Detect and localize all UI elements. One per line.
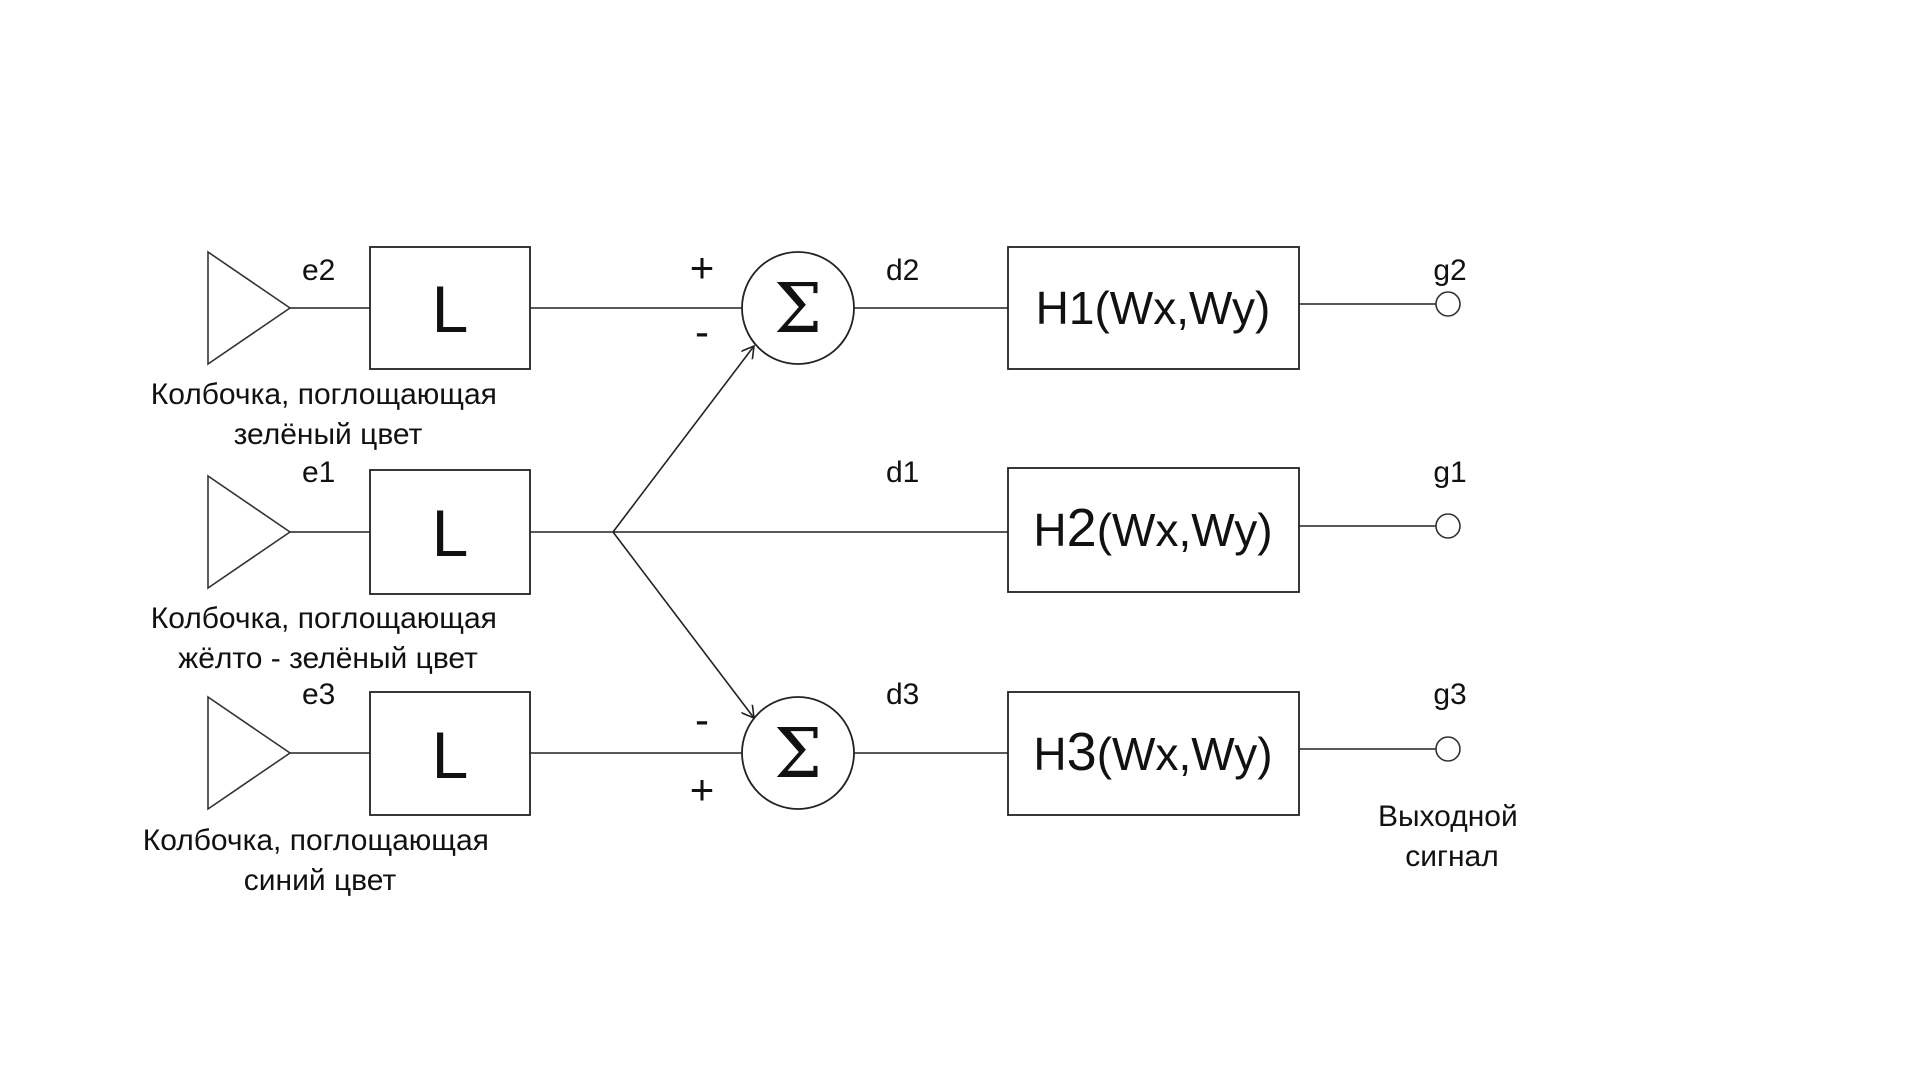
- caption-cone-green: Колбочка, поглощающая зелёный цвет: [151, 378, 506, 451]
- l-block-bottom: [369, 691, 531, 816]
- signal-label-d2: d2: [886, 254, 919, 287]
- amplifier-triangle-icon: [207, 695, 292, 811]
- l-block-label-bottom: L: [432, 718, 469, 792]
- amplifier-triangle-icon: [207, 250, 292, 366]
- caption-cone-yellow-green: Колбочка, поглощающая жёлто - зелёный цв…: [151, 602, 506, 675]
- h2-block-label: H2(Wx,Wy): [1033, 498, 1272, 558]
- branch-arrow-to-sum-top: [612, 346, 754, 533]
- l-block-label-top: L: [432, 272, 469, 346]
- caption-cone-blue: Колбочка, поглощающая синий цвет: [143, 824, 498, 897]
- sigma-icon: Σ: [774, 715, 822, 794]
- sum-bottom-plus-sign: +: [690, 766, 715, 813]
- h1-block: [1007, 246, 1300, 370]
- h3-block: [1007, 691, 1300, 816]
- sum-top-plus-sign: +: [690, 244, 715, 291]
- caption-output-signal: Выходной сигнал: [1378, 800, 1526, 873]
- h3-block-label: H3(Wx,Wy): [1033, 722, 1272, 782]
- output-terminal-g1: [1435, 513, 1461, 539]
- sigma-icon: Σ: [774, 270, 822, 349]
- signal-label-e2: e2: [302, 254, 335, 287]
- h2-block: [1007, 467, 1300, 593]
- sum-bottom-minus-sign: -: [695, 696, 709, 743]
- amplifier-triangle-icon: [207, 474, 292, 590]
- signal-label-g2: g2: [1433, 254, 1466, 287]
- output-terminal-g3: [1435, 736, 1461, 762]
- output-terminal-g2: [1435, 291, 1461, 317]
- signal-label-g1: g1: [1433, 456, 1466, 489]
- signal-label-e3: e3: [302, 678, 335, 711]
- signal-label-d3: d3: [886, 678, 919, 711]
- signal-label-g3: g3: [1433, 678, 1466, 711]
- branch-arrow-to-sum-bottom: [612, 531, 754, 718]
- l-block-label-middle: L: [432, 496, 469, 570]
- h1-block-label: H1(Wx,Wy): [1036, 282, 1271, 334]
- sum-top-minus-sign: -: [695, 308, 709, 355]
- signal-label-e1: e1: [302, 456, 335, 489]
- l-block-top: [369, 246, 531, 370]
- signal-label-d1: d1: [886, 456, 919, 489]
